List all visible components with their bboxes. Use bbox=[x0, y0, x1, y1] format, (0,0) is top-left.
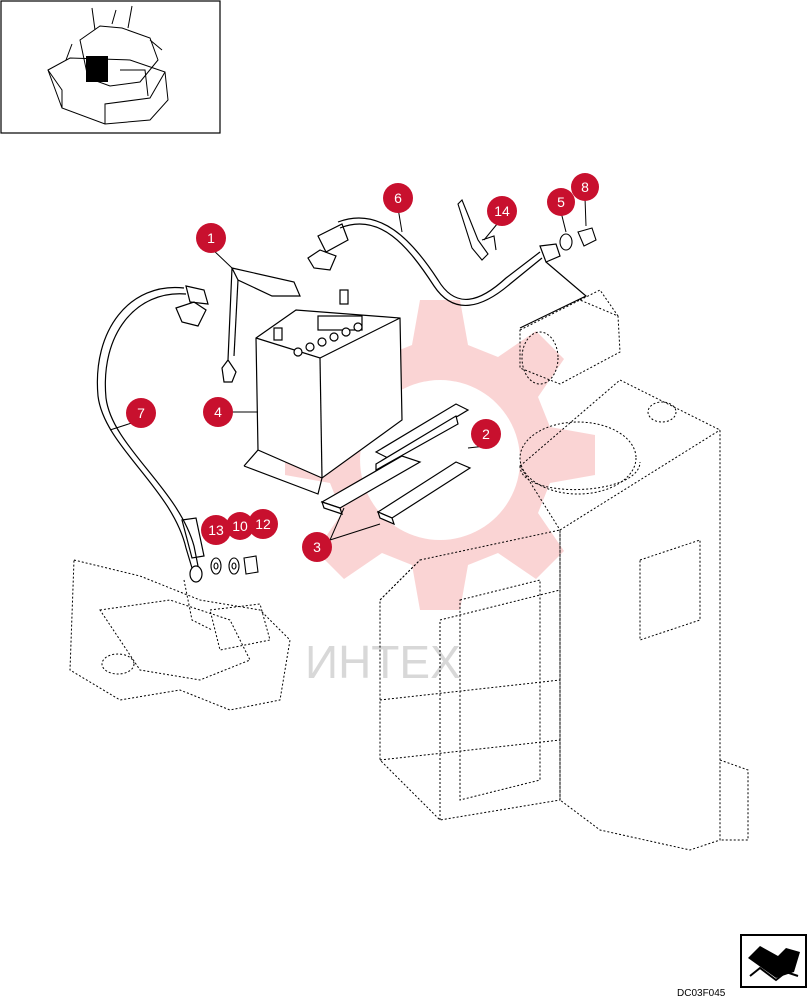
inset-highlight bbox=[86, 56, 108, 82]
callout-8-label: 8 bbox=[581, 179, 589, 195]
callout-13-label: 13 bbox=[208, 522, 224, 538]
machine-frame bbox=[379, 379, 749, 851]
callout-4-label: 4 bbox=[214, 404, 222, 420]
ground-mount bbox=[69, 559, 291, 711]
navigation-arrow-icon[interactable] bbox=[740, 934, 807, 988]
battery bbox=[243, 289, 403, 495]
callout-12: 12 bbox=[248, 509, 278, 539]
callout-14-label: 14 bbox=[494, 203, 510, 219]
callout-10: 10 bbox=[226, 512, 254, 540]
ground-cable bbox=[96, 285, 209, 583]
positive-cable bbox=[307, 217, 588, 329]
callout-1: 1 bbox=[196, 223, 226, 253]
drawing-code: DC03F045 bbox=[677, 988, 726, 999]
starter-motor bbox=[519, 289, 621, 385]
callout-12-label: 12 bbox=[255, 516, 271, 532]
callout-13: 13 bbox=[201, 515, 231, 545]
callout-6-label: 6 bbox=[394, 190, 402, 206]
callout-14: 14 bbox=[487, 196, 517, 226]
nut-and-washer bbox=[559, 227, 597, 251]
callout-5-label: 5 bbox=[557, 194, 565, 210]
callout-7-label: 7 bbox=[137, 405, 145, 421]
callout-6: 6 bbox=[383, 183, 413, 213]
callout-10-label: 10 bbox=[232, 518, 248, 534]
callout-2-label: 2 bbox=[482, 426, 490, 442]
inset-frame bbox=[0, 0, 221, 134]
battery-plates bbox=[320, 403, 472, 526]
callout-4: 4 bbox=[203, 397, 233, 427]
callout-5: 5 bbox=[547, 188, 575, 216]
callout-2: 2 bbox=[471, 419, 501, 449]
callout-1-label: 1 bbox=[207, 230, 215, 246]
ground-washers bbox=[210, 555, 259, 575]
watermark-text: ИНТЕХ bbox=[305, 636, 461, 688]
battery-strap bbox=[221, 267, 301, 383]
callout-8: 8 bbox=[571, 173, 599, 201]
callout-7: 7 bbox=[126, 398, 156, 428]
cable-clip bbox=[457, 199, 497, 261]
callout-3-label: 3 bbox=[313, 539, 321, 555]
callout-3: 3 bbox=[302, 532, 332, 562]
